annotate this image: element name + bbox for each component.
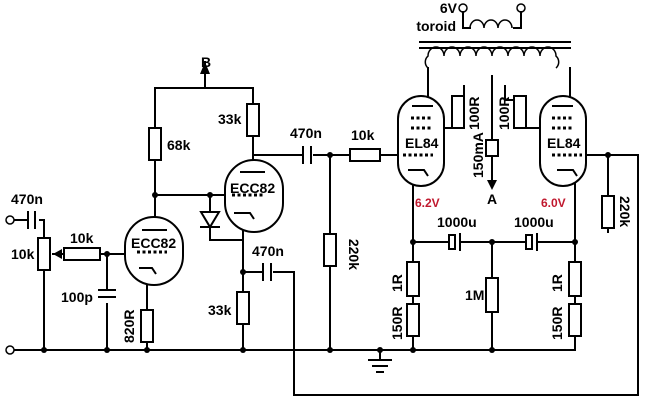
- r-10k-el84-label: 10k: [351, 127, 375, 143]
- resistor-220k-right: [601, 195, 615, 229]
- c-couple-mid-label: 470n: [252, 243, 284, 259]
- cap-1000u-left: [448, 233, 461, 251]
- preamp-tube-right: ECC82: [224, 159, 284, 233]
- resistor-1M: [485, 277, 499, 313]
- pot-wiper-arrow: [53, 249, 62, 259]
- toroid-transformer: 6V toroid: [416, 0, 571, 69]
- node-a-label: A: [487, 191, 497, 207]
- transformer-type-label: toroid: [416, 18, 456, 34]
- r-68k-label: 68k: [167, 137, 191, 153]
- cap-470n-mid: [262, 263, 272, 281]
- cap-1000u-right: [525, 233, 538, 251]
- r-33k-bottom-label: 33k: [208, 302, 232, 318]
- r-1M-label: 1M: [465, 287, 484, 303]
- resistor-150R-left: [406, 303, 420, 337]
- r-1R-left-label: 1R: [389, 274, 405, 292]
- transformer-terminal-left: [458, 3, 468, 13]
- el84-right-label: EL84: [547, 135, 581, 151]
- c-input-label: 470n: [11, 191, 43, 207]
- r-820-label: 820R: [121, 310, 137, 343]
- junction-dots: [41, 152, 611, 353]
- resistor-10k-grid: [63, 247, 101, 261]
- voltage-right: 6.0V: [541, 196, 566, 210]
- resistor-33k-top: [246, 103, 260, 137]
- transformer-voltage-label: 6V: [440, 0, 458, 16]
- diode: [199, 211, 221, 229]
- cap-100p: [98, 289, 116, 298]
- test-a-arrow: [487, 180, 497, 190]
- r-100R-right-label: 100R: [496, 97, 512, 130]
- component-labels: B A 470n 10k 10k 100p 820R 68k 33k 33k 4…: [11, 54, 633, 343]
- resistor-820R: [140, 309, 154, 343]
- r-220k-right-label: 220k: [617, 196, 633, 227]
- resistor-1R-right: [568, 261, 582, 297]
- transformer-terminal-right: [516, 3, 526, 13]
- resistor-33k-bottom: [236, 291, 250, 325]
- pot-10k: [37, 237, 51, 271]
- cap-470n-top: [302, 146, 312, 164]
- ammeter-150mA: [485, 139, 499, 157]
- r-150R-left-label: 150R: [389, 307, 405, 340]
- resistor-1R-left: [406, 261, 420, 297]
- resistor-220k-left: [323, 233, 337, 267]
- resistor-100R-left: [451, 95, 465, 129]
- resistor-10k-el84: [349, 148, 381, 162]
- resistor-68k: [148, 127, 162, 161]
- resistors: [37, 95, 615, 343]
- ammeter-label: 150mA: [470, 132, 486, 178]
- cap-input-470n: [27, 211, 36, 229]
- voltage-left: 6.2V: [415, 196, 440, 210]
- r-150R-right-label: 150R: [549, 307, 565, 340]
- input-terminal: [5, 215, 15, 225]
- r-220k-left-label: 220k: [346, 239, 362, 270]
- pot-volume-label: 10k: [11, 246, 35, 262]
- c-100p-label: 100p: [61, 289, 93, 305]
- c-couple-top-label: 470n: [290, 125, 322, 141]
- capacitors: [27, 146, 538, 298]
- c-1000u-left-label: 1000u: [437, 214, 477, 230]
- r-100R-left-label: 100R: [466, 97, 482, 130]
- power-tube-right: EL84: [539, 95, 587, 187]
- power-tube-left: EL84: [397, 95, 445, 187]
- supply-b-arrow: [200, 62, 210, 74]
- resistor-150R-right: [568, 303, 582, 337]
- r-grid-stop-label: 10k: [70, 230, 94, 246]
- resistor-100R-right: [513, 95, 527, 129]
- node-b-label: B: [201, 54, 211, 70]
- ground-terminal: [5, 345, 15, 355]
- r-1R-right-label: 1R: [549, 274, 565, 292]
- el84-left-label: EL84: [405, 135, 439, 151]
- preamp-tube-left: ECC82: [124, 216, 184, 286]
- r-33k-top-label: 33k: [218, 111, 242, 127]
- c-1000u-right-label: 1000u: [514, 214, 554, 230]
- ecc82-left-label: ECC82: [131, 235, 176, 251]
- ecc82-right-label: ECC82: [230, 180, 275, 196]
